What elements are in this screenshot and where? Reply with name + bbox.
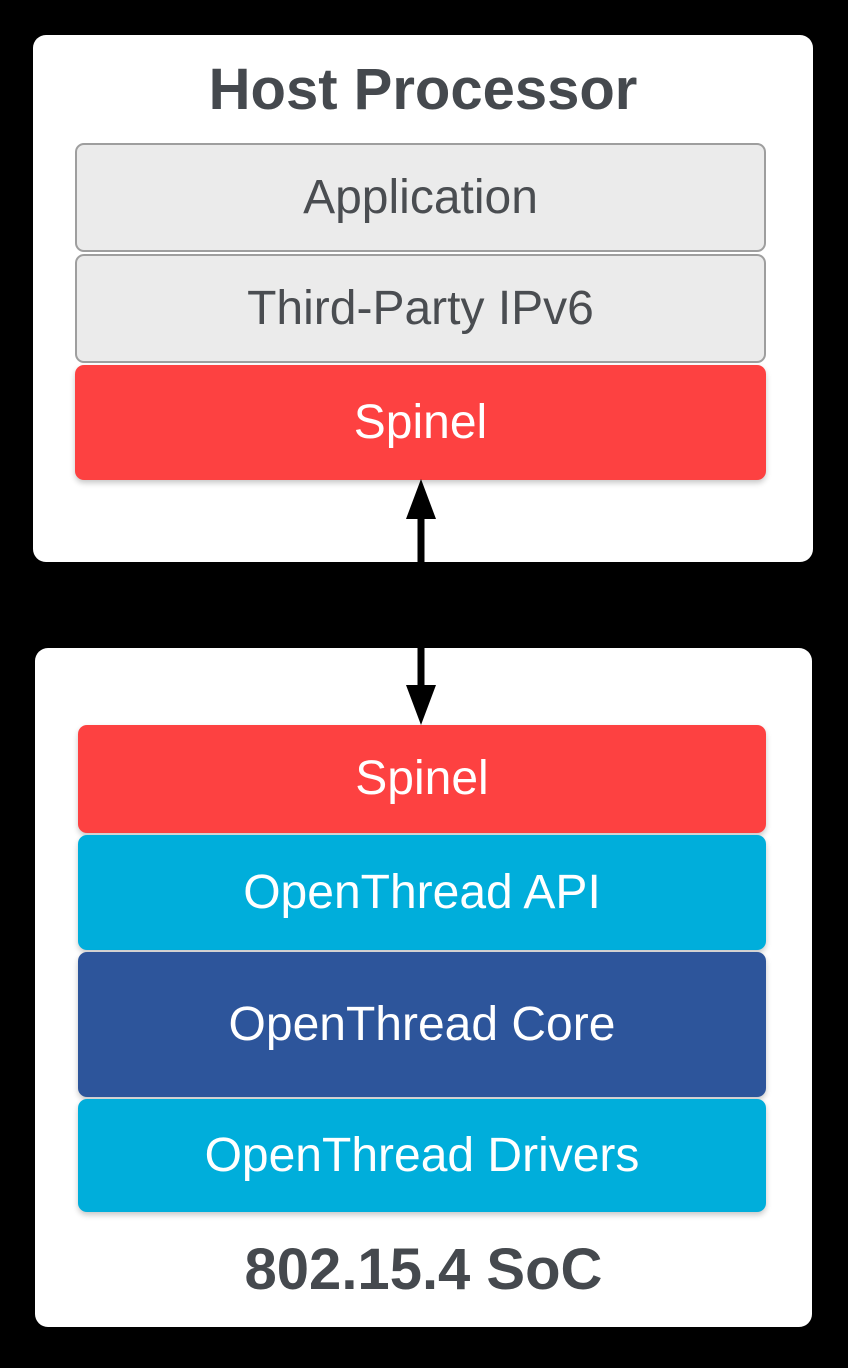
layer-third-party-ipv6: Third-Party IPv6 [75, 254, 766, 363]
soc-box: Spinel OpenThread API OpenThread Core Op… [35, 648, 812, 1327]
host-processor-title: Host Processor [208, 57, 638, 122]
soc-layer-stack: Spinel OpenThread API OpenThread Core Op… [78, 725, 766, 1212]
soc-title: 802.15.4 SoC [244, 1237, 603, 1302]
host-layer-stack: Application Third-Party IPv6 Spinel [75, 143, 766, 480]
host-processor-box: Host Processor Application Third-Party I… [33, 35, 813, 562]
layer-spinel-host: Spinel [75, 365, 766, 480]
layer-openthread-drivers: OpenThread Drivers [78, 1099, 766, 1212]
bidirectional-arrow-icon [406, 479, 436, 725]
layer-openthread-core: OpenThread Core [78, 952, 766, 1097]
layer-openthread-api: OpenThread API [78, 835, 766, 950]
layer-application: Application [75, 143, 766, 252]
layer-spinel-soc: Spinel [78, 725, 766, 833]
